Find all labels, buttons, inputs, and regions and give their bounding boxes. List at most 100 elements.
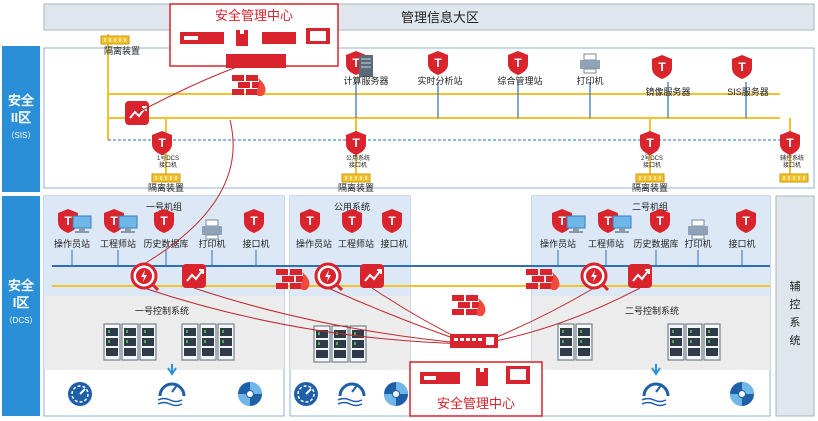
- u1-cabinet-2: [121, 323, 139, 361]
- interface-label-3-a: 辅控系统: [780, 154, 804, 162]
- unit1-control-panel: [44, 296, 284, 370]
- dcs-zone-label-line1: 安全: [8, 278, 35, 293]
- sis-zone-label-line1: 安全: [8, 93, 35, 108]
- c-audit-icon: [359, 263, 385, 289]
- central-firewall-icon: [452, 295, 486, 316]
- sis-node-label-5: SIS服务器: [727, 86, 769, 97]
- aux-label-3: 系: [790, 316, 801, 329]
- isolation-label-1: 隔离装置: [148, 182, 184, 193]
- c-cabinet-3: [349, 325, 367, 363]
- u1-down-arrow-icon: [167, 364, 177, 376]
- u2-cabinet-2: [575, 323, 593, 361]
- u2-probe-icon: [580, 262, 610, 292]
- u2-printer-label: 打印机: [684, 238, 711, 249]
- security-center-top-label: 安全管理中心: [215, 8, 293, 23]
- sis-node-label-1: 实时分析站: [417, 75, 462, 86]
- dcs-zone-label-bg: [2, 196, 40, 416]
- u1-audit-icon: [181, 263, 207, 289]
- interface-label-2-b: 接口机: [643, 161, 661, 169]
- c-interface-label: 接口机: [380, 238, 407, 249]
- u2-down-arrow-icon: [651, 364, 661, 376]
- u1-gauge-icon: [67, 381, 93, 407]
- bottom-appliance-icon: [420, 372, 460, 384]
- unit1-control-label: 一号控制系统: [135, 305, 189, 316]
- u1-probe-icon: [130, 262, 160, 292]
- u1-interface-label: 接口机: [242, 238, 269, 249]
- u1-cabinet-4: [181, 323, 199, 361]
- c-cabinet-2: [331, 325, 349, 363]
- unit2-control-label: 二号控制系统: [625, 305, 679, 316]
- interface-common: 公用系统 接口机: [346, 118, 370, 180]
- u1-engineer-label: 工程师站: [100, 238, 136, 249]
- compute-server-icon: [358, 54, 374, 78]
- c-disc-icon: [384, 382, 408, 406]
- isolation-icon-4: [779, 173, 809, 183]
- c-engineer-label: 工程师站: [338, 238, 374, 249]
- u1-printer-label: 打印机: [198, 238, 225, 249]
- aux-label-4: 统: [790, 334, 801, 347]
- u2-operator-label: 操作员站: [540, 238, 576, 249]
- sis-drop-lines: [355, 82, 747, 118]
- sis-zone-label-bg: [2, 46, 40, 192]
- c-operator-label: 操作员站: [296, 238, 332, 249]
- u2-cabinet-1: [557, 323, 575, 361]
- sis-node-label-0: 计算服务器: [343, 75, 388, 86]
- management-zone-title: 管理信息大区: [401, 10, 479, 25]
- isolation-icon-3: [635, 173, 665, 183]
- u2-interface-label: 接口机: [728, 238, 755, 249]
- interface-label-3-b: 接口机: [783, 161, 801, 169]
- interface-aux: 辅控系统 接口机: [780, 118, 804, 180]
- sis-node-label-3: 打印机: [576, 75, 603, 86]
- dcs-zone-label-line2: I区: [13, 295, 30, 310]
- common-stations: 操作员站 工程师站 接口机: [296, 209, 408, 249]
- u2-engineer-label: 工程师站: [588, 238, 624, 249]
- interface-label-0-a: 1号DCS: [157, 155, 179, 162]
- interface-unit2: 2号DCS 接口机: [640, 118, 663, 180]
- top-castle-icon: [236, 30, 248, 46]
- isolation-label-2: 隔离装置: [338, 182, 374, 193]
- sis-node-label-4: 镜像服务器: [645, 86, 690, 97]
- unit1-title: 一号机组: [146, 201, 182, 212]
- interface-unit1: 1号DCS 接口机: [152, 118, 179, 180]
- common-title: 公用系统: [334, 201, 370, 212]
- interface-label-1-b: 接口机: [349, 161, 367, 169]
- sis-node-label-2: 综合管理站: [497, 75, 542, 86]
- u1-disc-icon: [238, 382, 262, 406]
- u2-disc-icon: [730, 382, 754, 406]
- interface-label-1-a: 公用系统: [346, 154, 370, 162]
- u1-history-label: 历史数据库: [143, 238, 188, 249]
- unit2-title: 二号机组: [632, 201, 668, 212]
- security-center-bottom-label: 安全管理中心: [437, 396, 515, 411]
- unit2-drops: [557, 250, 743, 266]
- isolation-label-top: 隔离装置: [104, 45, 140, 56]
- central-switch-ports: [454, 337, 494, 345]
- unit1-drops: [71, 250, 257, 266]
- unit2-stations: 操作员站 工程师站 历史数据库 打印机 接口机: [540, 209, 756, 249]
- top-appliance-icon: [180, 32, 224, 44]
- u2-audit-icon: [627, 263, 653, 289]
- interface-label-0-b: 接口机: [159, 161, 177, 169]
- top-switch-icon: [262, 32, 296, 44]
- isolation-icon-2: [341, 173, 371, 183]
- dcs-zone-label-sub: （DCS）: [5, 316, 38, 325]
- sis-zone-label-line2: II区: [11, 110, 31, 125]
- c-gauge-icon: [293, 381, 319, 407]
- isolation-label-3: 隔离装置: [632, 182, 668, 193]
- aux-label-2: 控: [790, 297, 801, 311]
- u2-cabinet-5: [703, 323, 721, 361]
- u1-cabinet-1: [103, 323, 121, 361]
- isolation-icon-1: [151, 173, 181, 183]
- u1-cabinet-6: [217, 323, 235, 361]
- sis-zone-label-sub: （SIS）: [7, 131, 36, 140]
- unit1-stations: 操作员站 工程师站 历史数据库 打印机 接口机: [54, 209, 270, 249]
- u2-cabinet-4: [685, 323, 703, 361]
- c-probe-icon: [314, 262, 344, 292]
- bottom-castle-icon: [476, 368, 488, 386]
- interface-label-2-a: 2号DCS: [641, 155, 663, 162]
- u1-cabinet-5: [199, 323, 217, 361]
- u1-operator-label: 操作员站: [54, 238, 90, 249]
- u2-cabinet-3: [667, 323, 685, 361]
- aux-panel: [775, 195, 815, 417]
- isolation-device-icon: [100, 35, 130, 45]
